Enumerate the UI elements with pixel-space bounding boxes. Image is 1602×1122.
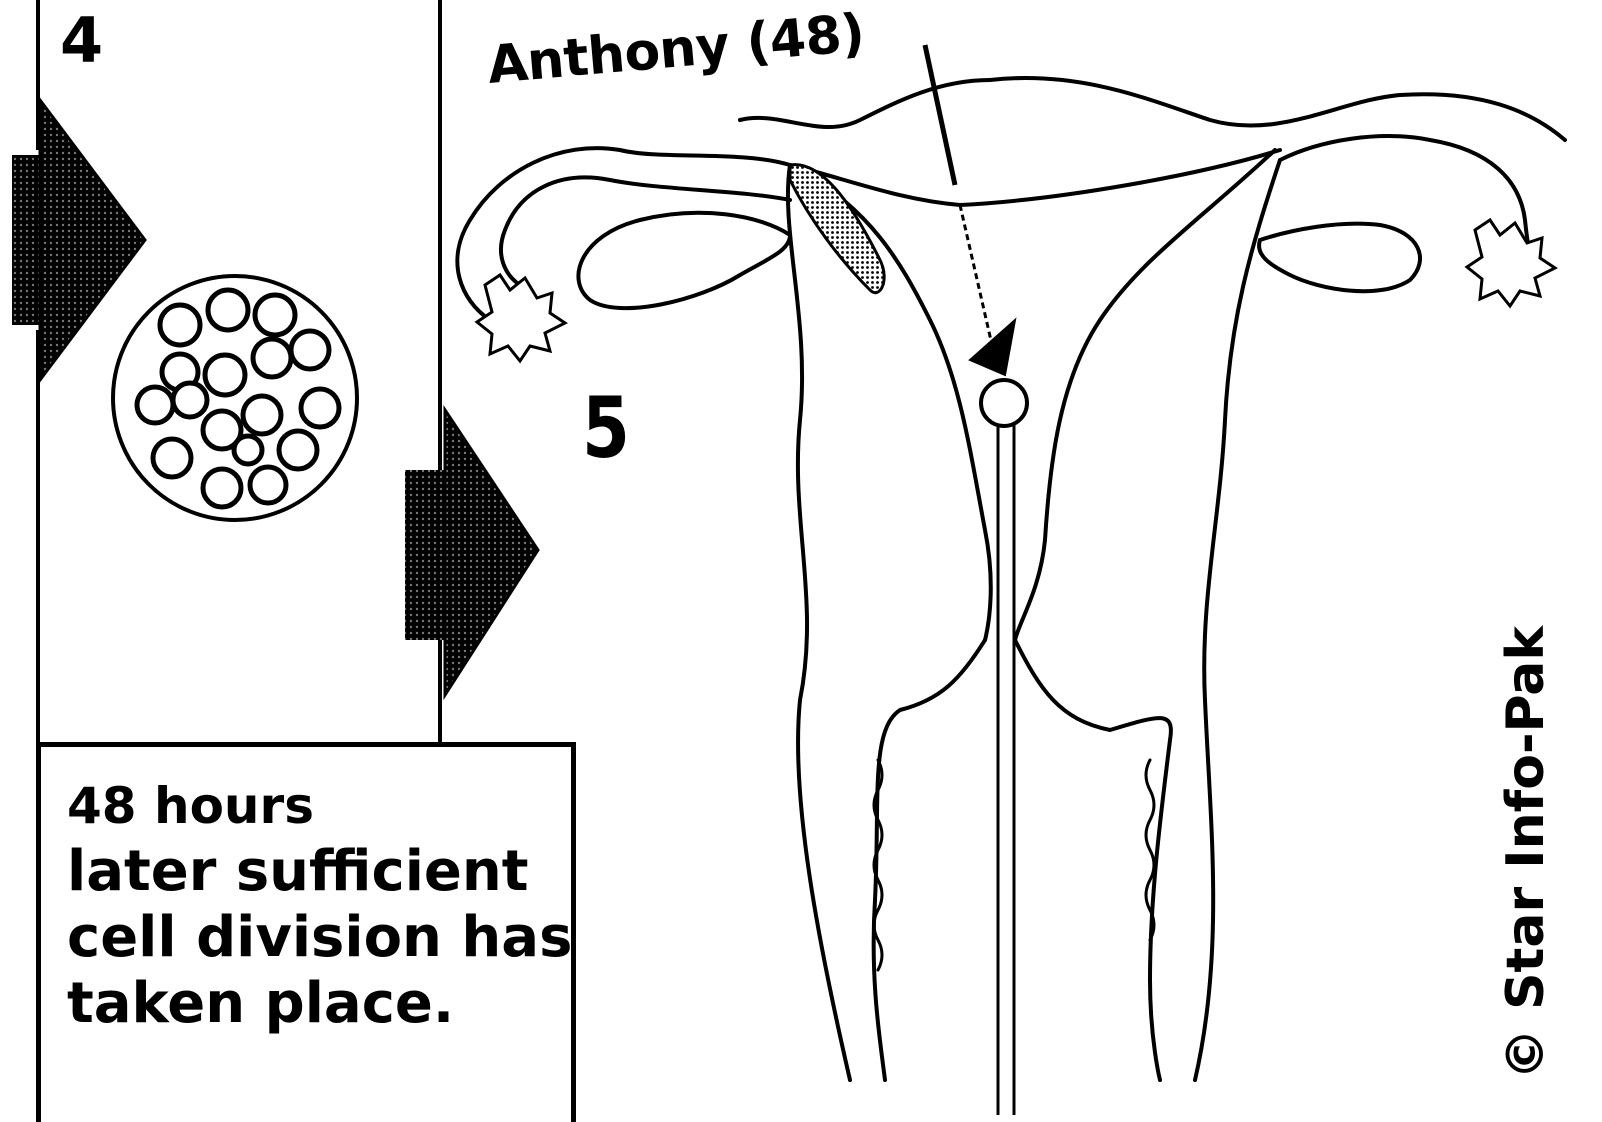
right-fimbriae-icon xyxy=(1467,220,1555,306)
copyright-notice: © Star Info-Pak xyxy=(1500,626,1552,1080)
blastocyst-marker xyxy=(970,320,1027,426)
uterus-fundus xyxy=(790,150,1280,205)
left-fimbriae-icon xyxy=(477,275,565,361)
caption-line-1: 48 hours xyxy=(67,773,571,839)
arrow-into-panel-five-icon xyxy=(405,410,538,695)
uterus-outer-wall xyxy=(788,165,850,1080)
caption-box: 48 hours later sufficient cell division … xyxy=(36,742,576,1122)
morula-cell-cluster xyxy=(113,276,357,520)
panel-number-four: 4 xyxy=(60,10,103,72)
right-ovary xyxy=(1259,224,1420,292)
left-ovary xyxy=(578,213,790,308)
arrow-into-panel-four-icon xyxy=(12,100,145,380)
uterus-diagram xyxy=(788,150,1280,1115)
caption-line-4: taken place. xyxy=(67,971,571,1037)
caption-line-2: later sufficient xyxy=(67,839,571,905)
panel-number-five: 5 xyxy=(582,386,630,470)
caption-line-3: cell division has xyxy=(67,905,571,971)
